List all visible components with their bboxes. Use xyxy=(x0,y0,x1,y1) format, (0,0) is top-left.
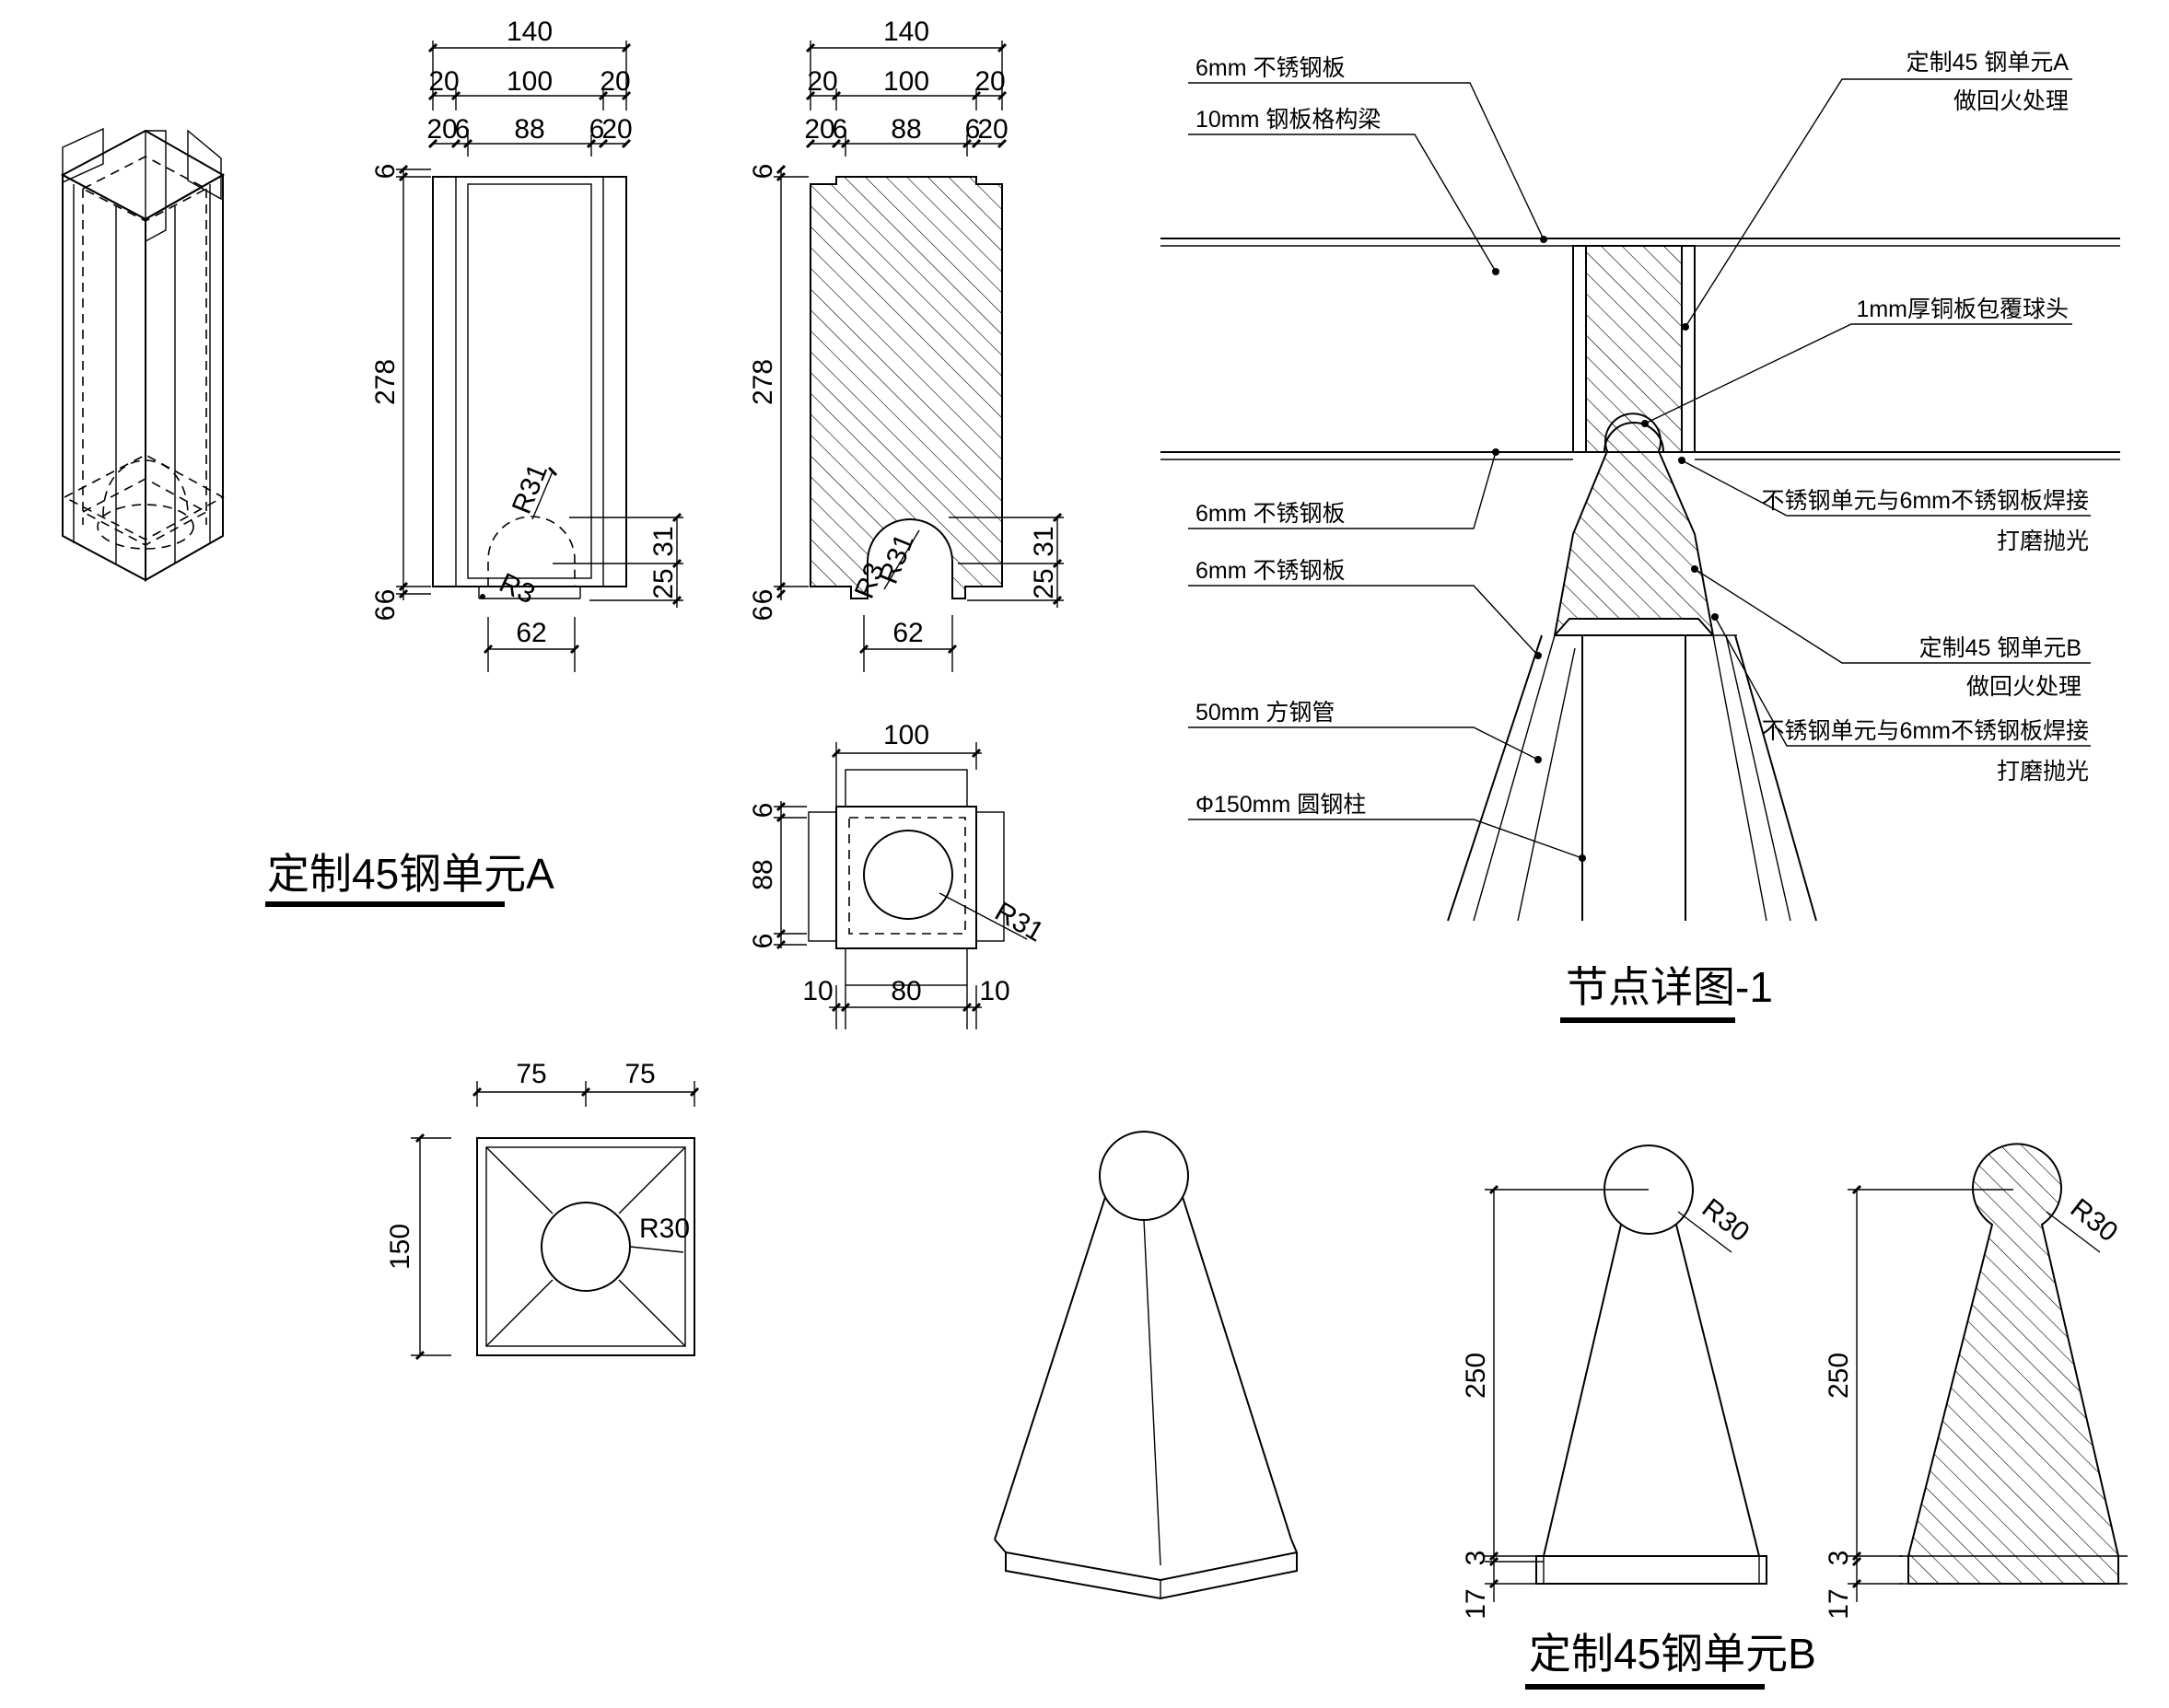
plan-side-dim-1: 6 xyxy=(748,803,778,819)
section-bottom-dim-5: 20 xyxy=(977,114,1008,145)
unit-b-3d-view xyxy=(994,1131,1299,1600)
node-label-right-3: 1mm厚铜板包覆球头 xyxy=(1856,296,2069,322)
unit-b-section-radius: R30 xyxy=(2065,1193,2124,1249)
node-detail-title-block: 节点详图-1 xyxy=(1560,963,1773,1023)
unit-b-section-base-dim-1: 3 xyxy=(1824,1551,1854,1566)
unit-b-elevation: R30 250 3 17 xyxy=(1461,1144,1767,1620)
plan-top-width: 100 xyxy=(883,720,929,750)
section-mid-dim-1: 20 xyxy=(807,66,837,97)
front-bottom-margin-2: 6 xyxy=(370,606,401,622)
front-overall-width: 140 xyxy=(507,17,553,47)
section-height-right-1: 31 xyxy=(1029,526,1059,556)
unit-b-title-block: 定制45钢单元B xyxy=(1525,1630,1816,1690)
unit-a-front-dimensions: 140 20 100 20 20 6 88 6 20 6 xyxy=(370,17,683,672)
front-base-width: 62 xyxy=(516,618,546,648)
unit-b-plan-radius: R30 xyxy=(639,1214,690,1244)
node-detail-leaders xyxy=(1188,78,2091,862)
front-mid-dim-3: 20 xyxy=(600,66,630,97)
front-top-margin: 6 xyxy=(370,164,401,180)
node-label-right-7: 做回火处理 xyxy=(1966,674,2082,700)
section-bottom-margin-1: 6 xyxy=(748,589,778,605)
node-detail-drawing xyxy=(1160,238,2120,922)
section-bottom-margin-2: 6 xyxy=(748,606,778,622)
front-small-radius-label: R3 xyxy=(495,567,540,610)
plan-bottom-dim-3: 10 xyxy=(979,976,1009,1006)
front-bottom-dim-3: 88 xyxy=(514,114,544,145)
node-label-left-5: 50mm 方钢管 xyxy=(1195,700,1335,726)
section-mid-dim-2: 100 xyxy=(883,66,929,97)
plan-side-dim-2: 88 xyxy=(748,859,778,889)
node-label-left-4: 6mm 不锈钢板 xyxy=(1195,558,1346,584)
section-overall-width: 140 xyxy=(883,17,929,47)
node-label-right-6: 定制45 钢单元B xyxy=(1919,635,2082,661)
node-label-left-2: 10mm 钢板格构梁 xyxy=(1195,107,1381,133)
unit-a-title: 定制45钢单元A xyxy=(267,850,554,898)
node-label-left-3: 6mm 不锈钢板 xyxy=(1195,501,1346,527)
node-label-right-5: 打磨抛光 xyxy=(1997,529,2089,554)
unit-b-section-height: 250 xyxy=(1824,1353,1854,1399)
unit-a-plan: R31 100 6 88 6 10 80 10 xyxy=(748,720,1049,1029)
plan-bottom-dim-1: 10 xyxy=(802,976,833,1006)
node-detail-labels: 6mm 不锈钢板 10mm 钢板格构梁 6mm 不锈钢板 6mm 不锈钢板 50… xyxy=(1195,50,2089,818)
section-bottom-dim-4: 6 xyxy=(965,114,981,145)
front-radius-label: R31 xyxy=(507,459,554,517)
node-label-left-1: 6mm 不锈钢板 xyxy=(1195,55,1346,81)
unit-b-section-base-dim-2: 17 xyxy=(1824,1588,1854,1619)
plan-bottom-dim-2: 80 xyxy=(891,976,921,1006)
section-bottom-dim-1: 20 xyxy=(804,114,834,145)
unit-a-title-block: 定制45钢单元A xyxy=(265,850,554,907)
front-mid-dim-2: 100 xyxy=(507,66,553,97)
node-label-right-1: 定制45 钢单元A xyxy=(1907,50,2070,76)
unit-b-plan: R30 75 75 150 xyxy=(385,1059,700,1361)
section-height-right-2: 25 xyxy=(1029,568,1059,598)
front-height-right-1: 31 xyxy=(648,526,679,556)
front-height-right-2: 25 xyxy=(648,568,679,598)
unit-b-elev-base-dim-2: 17 xyxy=(1461,1588,1491,1619)
front-bottom-dim-2: 6 xyxy=(455,114,471,145)
front-bottom-dim-4: 6 xyxy=(589,114,605,145)
section-mid-dim-3: 20 xyxy=(974,66,1005,97)
unit-b-plan-top-dim-2: 75 xyxy=(624,1059,655,1089)
unit-b-elev-base-dim-1: 3 xyxy=(1461,1551,1491,1566)
unit-b-plan-side-dim: 150 xyxy=(385,1224,415,1270)
unit-b-title: 定制45钢单元B xyxy=(1529,1630,1816,1678)
node-label-left-6: Φ150mm 圆钢柱 xyxy=(1195,792,1366,818)
section-height: 278 xyxy=(748,359,778,405)
node-detail-title: 节点详图-1 xyxy=(1566,963,1773,1011)
front-bottom-dim-5: 20 xyxy=(601,114,632,145)
unit-b-elev-height: 250 xyxy=(1461,1353,1491,1399)
unit-b-plan-top-dim-1: 75 xyxy=(516,1059,546,1089)
section-base-width: 62 xyxy=(892,618,923,648)
front-bottom-margin-1: 6 xyxy=(370,589,401,605)
node-label-right-9: 打磨抛光 xyxy=(1997,759,2089,784)
unit-b-section: R30 250 3 17 xyxy=(1824,1143,2128,1620)
unit-a-section xyxy=(810,176,1003,599)
section-bottom-dim-3: 88 xyxy=(891,114,921,145)
plan-radius-label: R31 xyxy=(990,896,1049,947)
front-bottom-dim-1: 20 xyxy=(426,114,457,145)
unit-a-isometric-view xyxy=(60,127,226,582)
section-top-margin: 6 xyxy=(748,164,778,180)
front-height: 278 xyxy=(370,359,401,405)
node-label-right-4: 不锈钢单元与6mm不锈钢板焊接 xyxy=(1761,488,2089,514)
section-bottom-dim-2: 6 xyxy=(833,114,848,145)
unit-b-elev-radius: R30 xyxy=(1697,1193,1755,1249)
plan-side-dim-3: 6 xyxy=(748,934,778,949)
node-label-right-8: 不锈钢单元与6mm不锈钢板焊接 xyxy=(1761,718,2089,744)
front-mid-dim-1: 20 xyxy=(428,66,459,97)
node-label-right-2: 做回火处理 xyxy=(1953,88,2069,114)
unit-a-front-elevation xyxy=(432,176,627,599)
